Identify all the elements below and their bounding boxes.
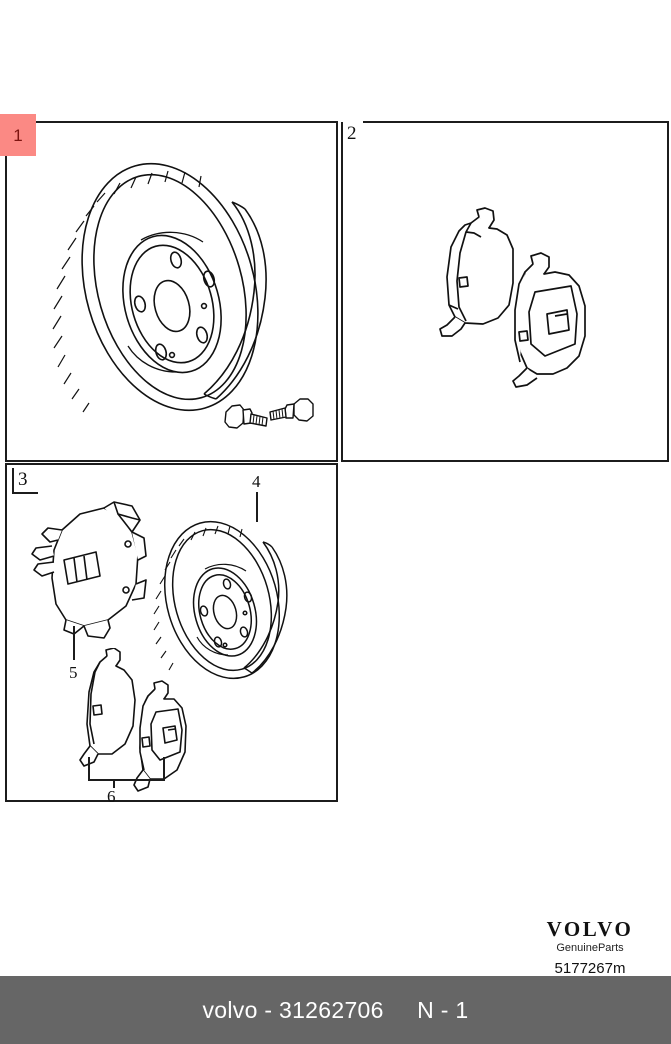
callout-label-4[interactable]: 4 (252, 472, 261, 491)
panel-3-frame[interactable] (5, 463, 338, 802)
panel-1-frame[interactable] (5, 122, 338, 462)
panel-label-2[interactable]: 2 (347, 123, 357, 144)
callout-leader-5 (73, 626, 75, 660)
callout-bracket-6-right (163, 757, 165, 781)
brake-pad-left-illustration-panel-3 (79, 648, 136, 767)
brake-pad-right-illustration-panel-3 (133, 680, 187, 792)
panel-3-label-bracket (12, 468, 38, 494)
footer-part-reference: volvo - 31262706 N - 1 (202, 996, 469, 1023)
brake-disc-illustration-panel-3 (153, 520, 288, 680)
callout-leader-4 (256, 492, 258, 522)
panel-1-top-border (34, 121, 338, 123)
brake-pads-illustration-panel-2 (439, 207, 514, 337)
drawing-part-number: 5177267m (554, 959, 626, 977)
panel-2-frame[interactable] (341, 122, 669, 462)
brake-caliper-illustration (31, 501, 147, 639)
panel-2-top-border (363, 121, 669, 123)
brake-disc-illustration-panel-1 (52, 162, 267, 413)
genuine-parts-tagline: GenuineParts (556, 942, 624, 955)
brake-pad-with-shim-illustration-panel-2 (512, 252, 586, 388)
panel-label-1[interactable]: 1 (0, 114, 36, 156)
disc-mounting-bolts-illustration (224, 398, 314, 429)
brand-block: VOLVO GenuineParts 5177267m (520, 918, 660, 980)
callout-label-5[interactable]: 5 (69, 663, 78, 682)
panel-label-3[interactable]: 3 (18, 469, 28, 490)
volvo-wordmark: VOLVO (546, 917, 634, 941)
callout-leader-6 (113, 779, 115, 788)
footer-bar: volvo - 31262706 N - 1 (0, 976, 671, 1044)
callout-bracket-6-span (88, 779, 165, 781)
callout-bracket-6-left (88, 757, 90, 781)
callout-label-6[interactable]: 6 (107, 787, 116, 806)
